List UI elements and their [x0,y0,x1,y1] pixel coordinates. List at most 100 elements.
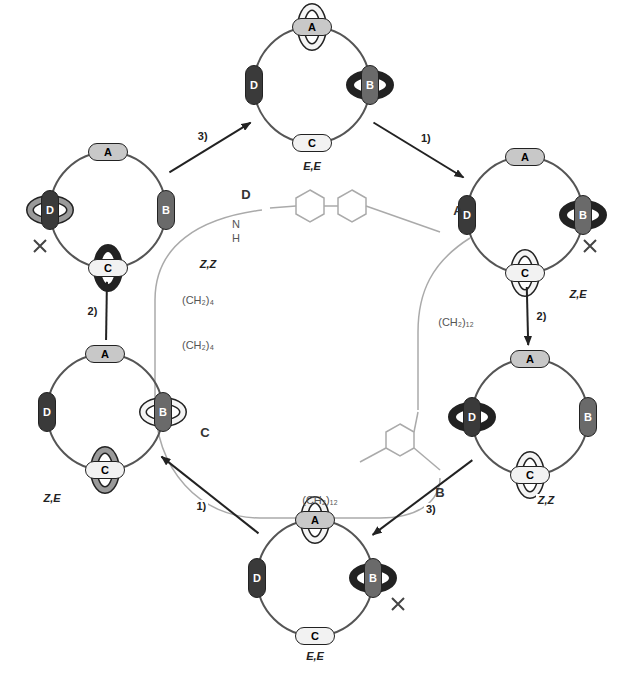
station-letter: D [43,406,51,418]
station-name: A [453,203,462,218]
step-number: 2) [535,310,549,322]
station-cylinder: C [88,259,128,277]
station-letter: C [308,137,316,149]
station-cylinder: A [505,148,545,166]
station-letter: B [579,209,587,221]
state-label: Z,Z [198,258,219,270]
bond [414,412,418,432]
bond [414,448,440,470]
station-letter: D [253,572,261,584]
station-cylinder: D [463,397,481,437]
station-letter: C [104,262,112,274]
station-cylinder: B [574,195,592,235]
station-letter: B [366,79,374,91]
station-letter: C [521,267,529,279]
station-cylinder: C [295,627,335,645]
step-number: 3) [196,130,210,142]
station-cylinder: B [579,397,597,437]
station-cylinder: A [88,143,128,161]
chemical-label: (CH₂)₁₂ [438,316,473,328]
station-letter: C [311,630,319,642]
machine-state: Z,ZABCD [450,337,610,497]
station-cylinder: C [510,466,550,484]
station-cylinder: C [292,134,332,152]
reaction-arrow [161,457,258,534]
station-cylinder: B [364,558,382,598]
state-label: Z,E [567,288,588,300]
alkyl-chain [155,210,440,518]
station-cylinder: B [157,190,175,230]
chemical-label: (CH₂)₁₂ [302,494,337,506]
reaction-arrow [169,123,250,173]
step-number: 3) [424,503,438,515]
station-letter: B [159,406,167,418]
bond [270,206,296,208]
station-letter: B [584,411,592,423]
station-cylinder: A [295,511,335,529]
reaction-arrow [373,460,473,535]
state-label: E,E [304,650,326,662]
station-cylinder: C [505,264,545,282]
step-number: 1) [194,500,208,512]
chemical-label: H [232,232,240,244]
piperidine-ring [386,424,414,456]
station-letter: C [101,464,109,476]
state-rings [30,7,603,636]
station-cylinder: A [85,345,125,363]
station-letter: A [101,348,109,360]
station-letter: D [463,209,471,221]
machine-state: Z,EABCD [445,135,605,295]
station-letter: A [311,514,319,526]
reaction-arrow [373,123,463,178]
benzene-ring [296,190,324,222]
station-letter: D [250,79,258,91]
chemical-label: N [232,218,240,230]
station-cylinder: D [248,558,266,598]
station-cylinder: A [510,350,550,368]
machine-state: E,EABCD [232,5,392,165]
cross-mark [584,240,596,252]
station-letter: A [526,353,534,365]
state-label: Z,Z [536,494,557,506]
state-label: E,E [301,160,323,172]
chemical-label: (CH₂)₄ [182,294,214,306]
station-letter: B [162,204,170,216]
bond [324,205,338,207]
station-cylinder: D [41,190,59,230]
cross-mark [34,240,46,252]
station-name: B [435,485,444,500]
station-letter: A [308,21,316,33]
step-number: 2) [86,305,100,317]
blocked-marks [34,240,596,610]
station-letter: D [468,411,476,423]
station-letter: A [104,146,112,158]
benzene-ring [338,190,366,222]
reaction-arrow [105,282,108,340]
molecule-sketch [155,190,470,518]
station-letter: B [369,572,377,584]
state-label: Z,E [41,492,62,504]
machine-state: Z,ZABCD [28,130,188,290]
station-cylinder: A [292,18,332,36]
station-letter: D [46,204,54,216]
cross-mark [392,598,404,610]
station-name: D [241,187,250,202]
bond [366,206,440,232]
chemical-label: (CH₂)₄ [182,339,214,351]
station-cylinder: D [245,65,263,105]
machine-state: Z,EABCD [25,332,185,492]
step-number: 1) [419,132,433,144]
machine-state: E,EABCD [235,498,395,658]
station-cylinder: C [85,461,125,479]
station-cylinder: D [38,392,56,432]
station-letter: A [521,151,529,163]
reaction-arrow [527,287,528,345]
station-cylinder: B [154,392,172,432]
station-letter: C [526,469,534,481]
bond [360,448,386,462]
station-cylinder: B [361,65,379,105]
station-name: C [200,425,209,440]
